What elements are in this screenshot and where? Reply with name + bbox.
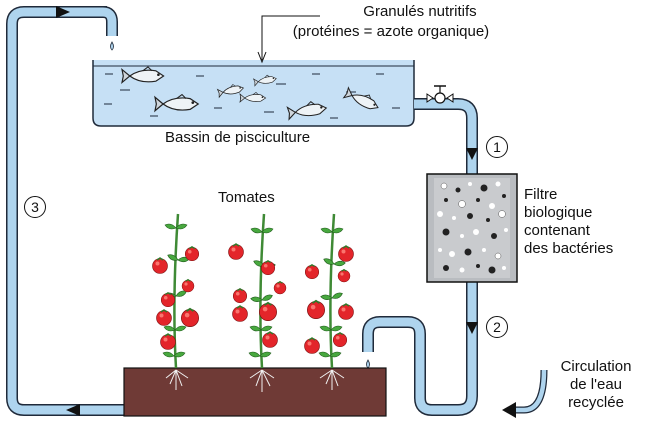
circulation-label: Circulation de l'eau recyclée [548,358,644,412]
growing-tray [123,367,387,417]
fish-pond [92,60,415,127]
step-1-marker: 1 [486,136,508,158]
return-pipe [5,5,124,416]
supply-pipe [362,85,478,416]
granules-title: Granulés nutritifs [363,3,477,20]
valve-icon [426,85,454,104]
biological-filter [426,173,518,283]
filter-label: Filtre biologique contenant des bactérie… [524,186,613,258]
tomato-plant [151,213,200,369]
filter-label-line3: contenant [524,222,590,239]
granules-pointer [261,15,320,60]
filter-label-line1: Filtre [524,186,558,203]
pond-label: Bassin de pisciculture [165,129,311,146]
step-2-marker: 2 [486,316,508,338]
flow-arrow-top [56,6,70,18]
tomato-plant [227,213,287,369]
flow-arrow-bottom-left [66,404,80,416]
granules-subtitle: (protéines = azote organique) [292,23,490,40]
tomato-plant [303,213,355,369]
circulation-label-line2: de l'eau [569,376,623,393]
filter-label-line4: des bactéries [524,240,614,257]
circulation-arrow [502,369,548,418]
flow-arrow-1 [466,148,478,160]
flow-arrow-2 [466,322,478,334]
filter-label-line2: biologique [524,204,593,221]
step-3-marker: 3 [24,196,46,218]
circulation-label-line3: recyclée [568,394,624,411]
circulation-label-line1: Circulation [560,358,632,375]
tomatoes-label: Tomates [218,189,275,206]
